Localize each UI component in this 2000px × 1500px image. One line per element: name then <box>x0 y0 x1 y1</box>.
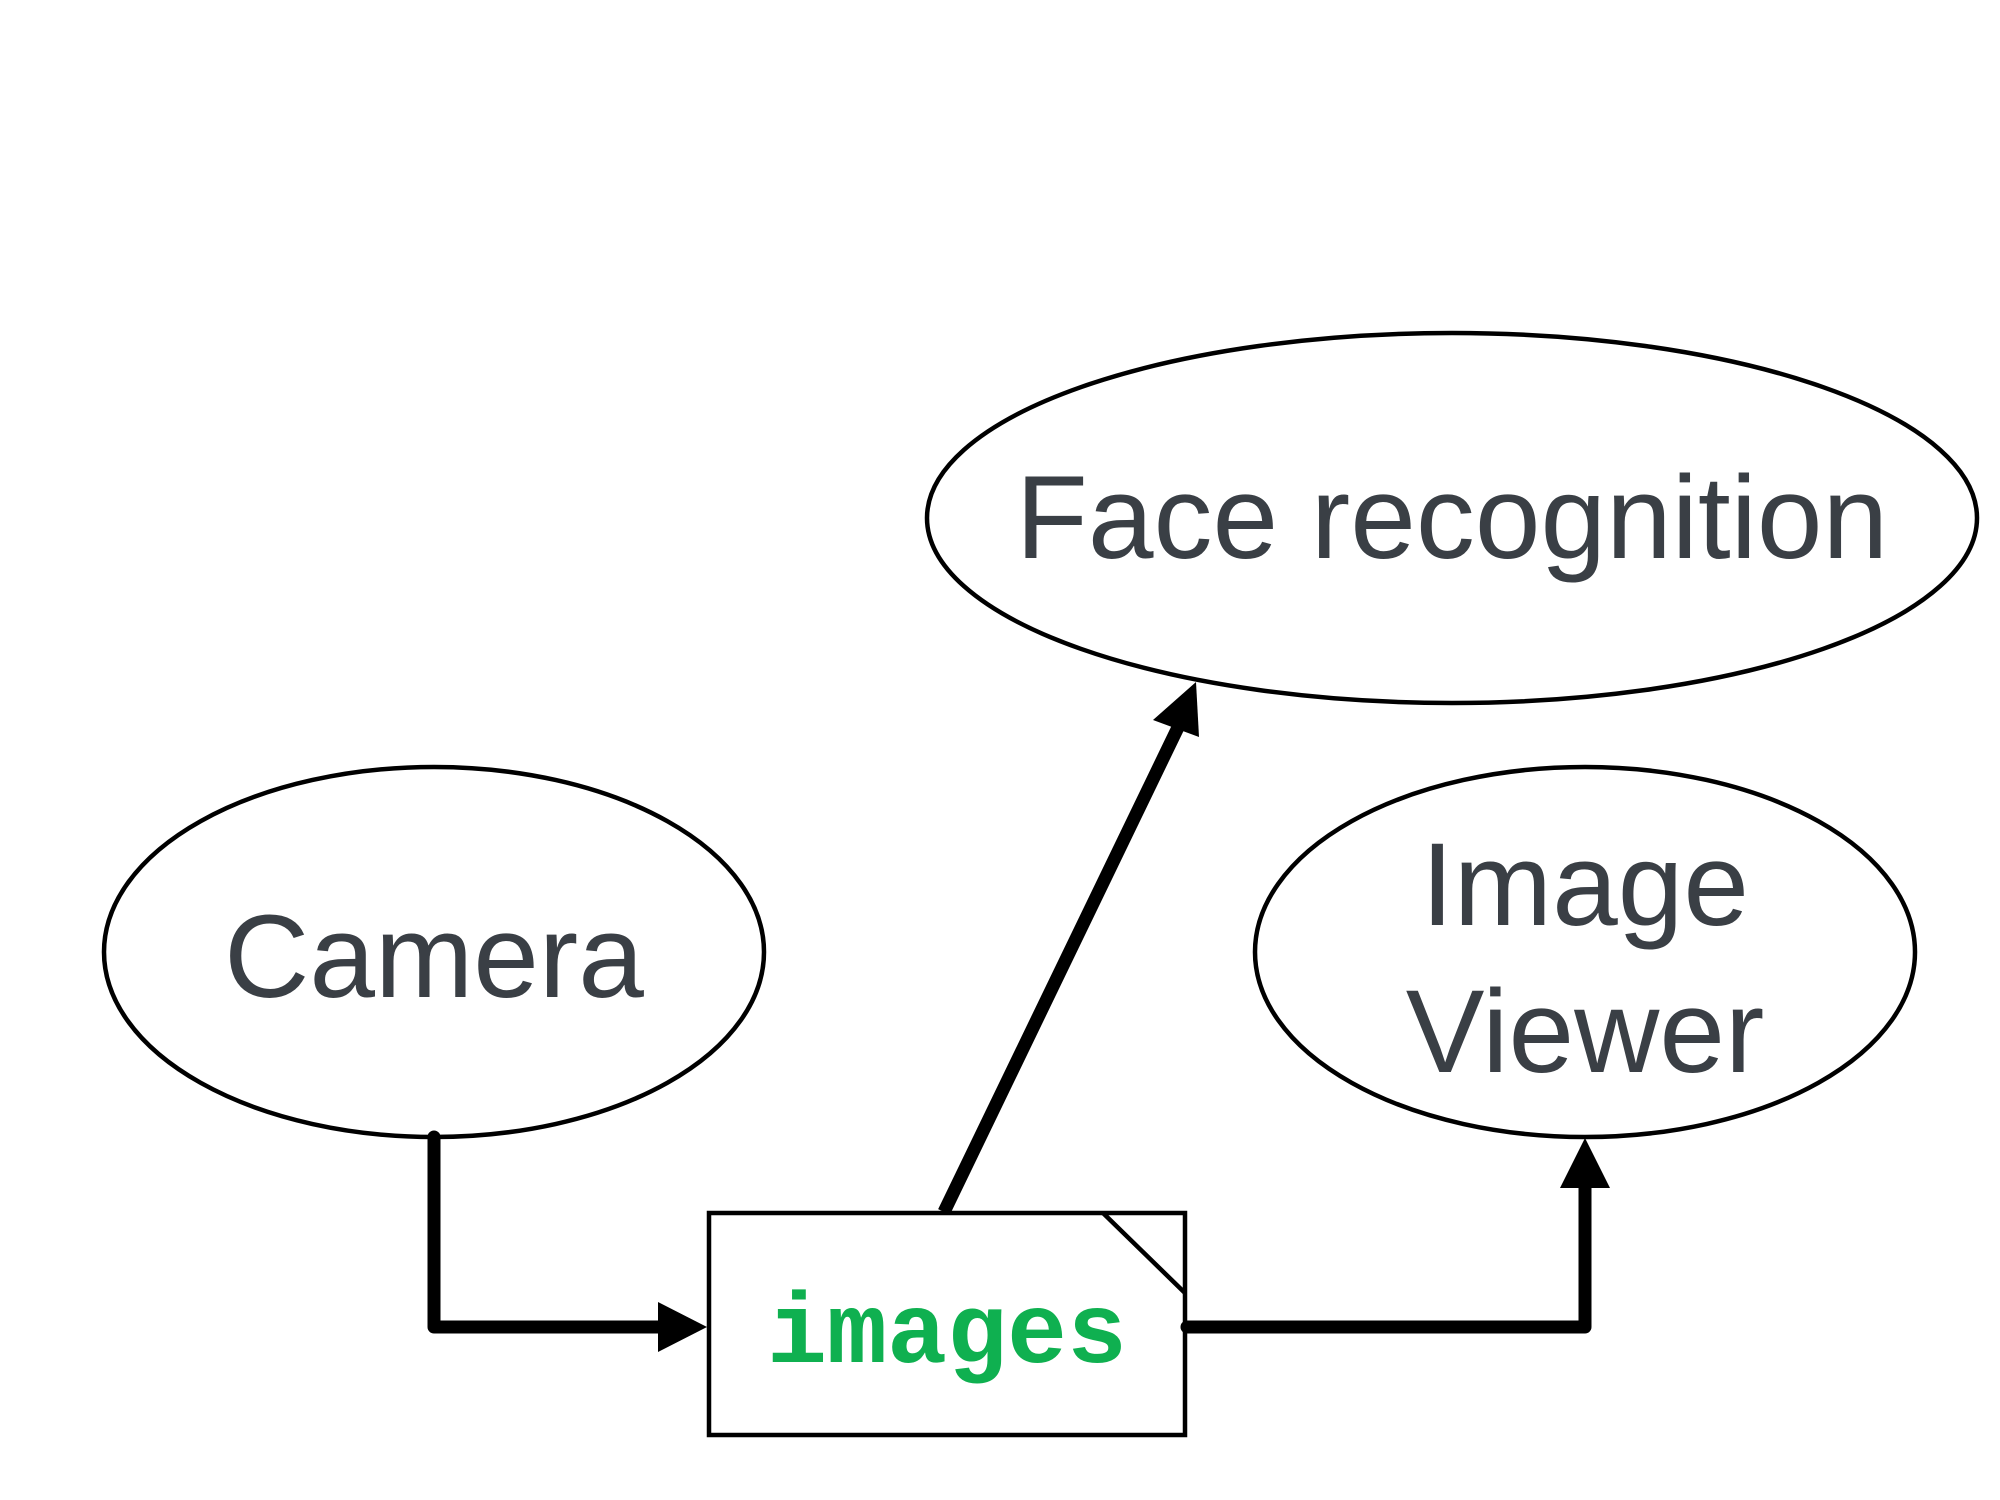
face-recognition-ellipse <box>924 330 1980 706</box>
images-topic-fold <box>1101 1211 1187 1295</box>
image-viewer-label-line1: Image <box>1421 819 1749 951</box>
images-topic-node[interactable]: images <box>706 1210 1188 1438</box>
edge-images-to-image-viewer-arrowhead <box>1560 1138 1610 1188</box>
image-viewer-ellipse <box>1252 764 1918 1140</box>
images-topic-box <box>706 1210 1188 1438</box>
image-viewer-node[interactable]: Image Viewer <box>1252 764 1918 1140</box>
camera-node[interactable]: Camera <box>101 764 767 1140</box>
edge-camera-to-images-arrowhead <box>658 1302 707 1352</box>
face-recognition-node[interactable]: Face recognition <box>924 330 1980 706</box>
edge-camera-to-images-line <box>427 1130 672 1334</box>
face-recognition-label: Face recognition <box>1016 452 1888 584</box>
edge-images-to-face-recognition-arrowhead <box>1153 682 1199 737</box>
edge-images-to-image-viewer <box>1180 1138 1610 1334</box>
image-viewer-label-line2: Viewer <box>1406 966 1765 1098</box>
images-topic-label: images <box>767 1280 1127 1393</box>
edge-images-to-face-recognition <box>938 682 1199 1215</box>
edge-camera-to-images <box>427 1130 707 1352</box>
edge-images-to-face-recognition-line <box>938 712 1190 1215</box>
edge-images-to-image-viewer-line <box>1180 1173 1592 1334</box>
camera-label: Camera <box>224 891 644 1023</box>
